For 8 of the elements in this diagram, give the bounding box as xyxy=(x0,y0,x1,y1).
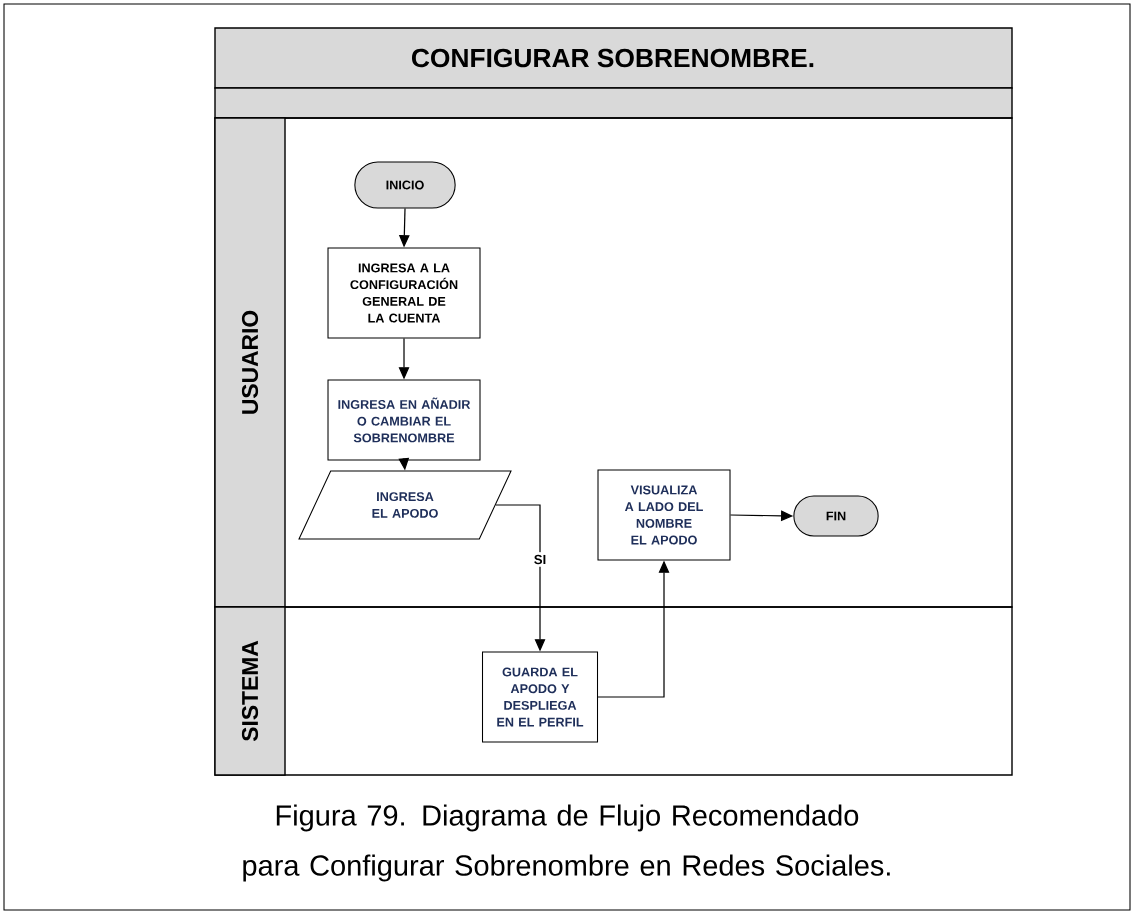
input-parallelogram: INGRESA EL APODO xyxy=(298,470,512,540)
process-box: GUARDA EL APODO Y DESPLIEGA EN EL PERFIL xyxy=(482,651,599,743)
process-box: INGRESA EN AÑADIR O CAMBIAR EL SOBRENOMBRE xyxy=(327,379,481,461)
figure-caption: Figura 79. Diagrama de Flujo Recomendado para Configurar Sobrenombre en Redes Sociales. xyxy=(243,804,890,882)
process-box: VISUALIZA A LADO DEL NOMBRE EL APODO xyxy=(597,469,731,561)
edge-label: SI xyxy=(534,554,546,565)
process-box: INGRESA A LA CONFIGURACIÓN GENERAL DE LA CUENTA xyxy=(327,247,481,339)
title-bar: CONFIGURAR SOBRENOMBRE. xyxy=(214,27,1013,89)
